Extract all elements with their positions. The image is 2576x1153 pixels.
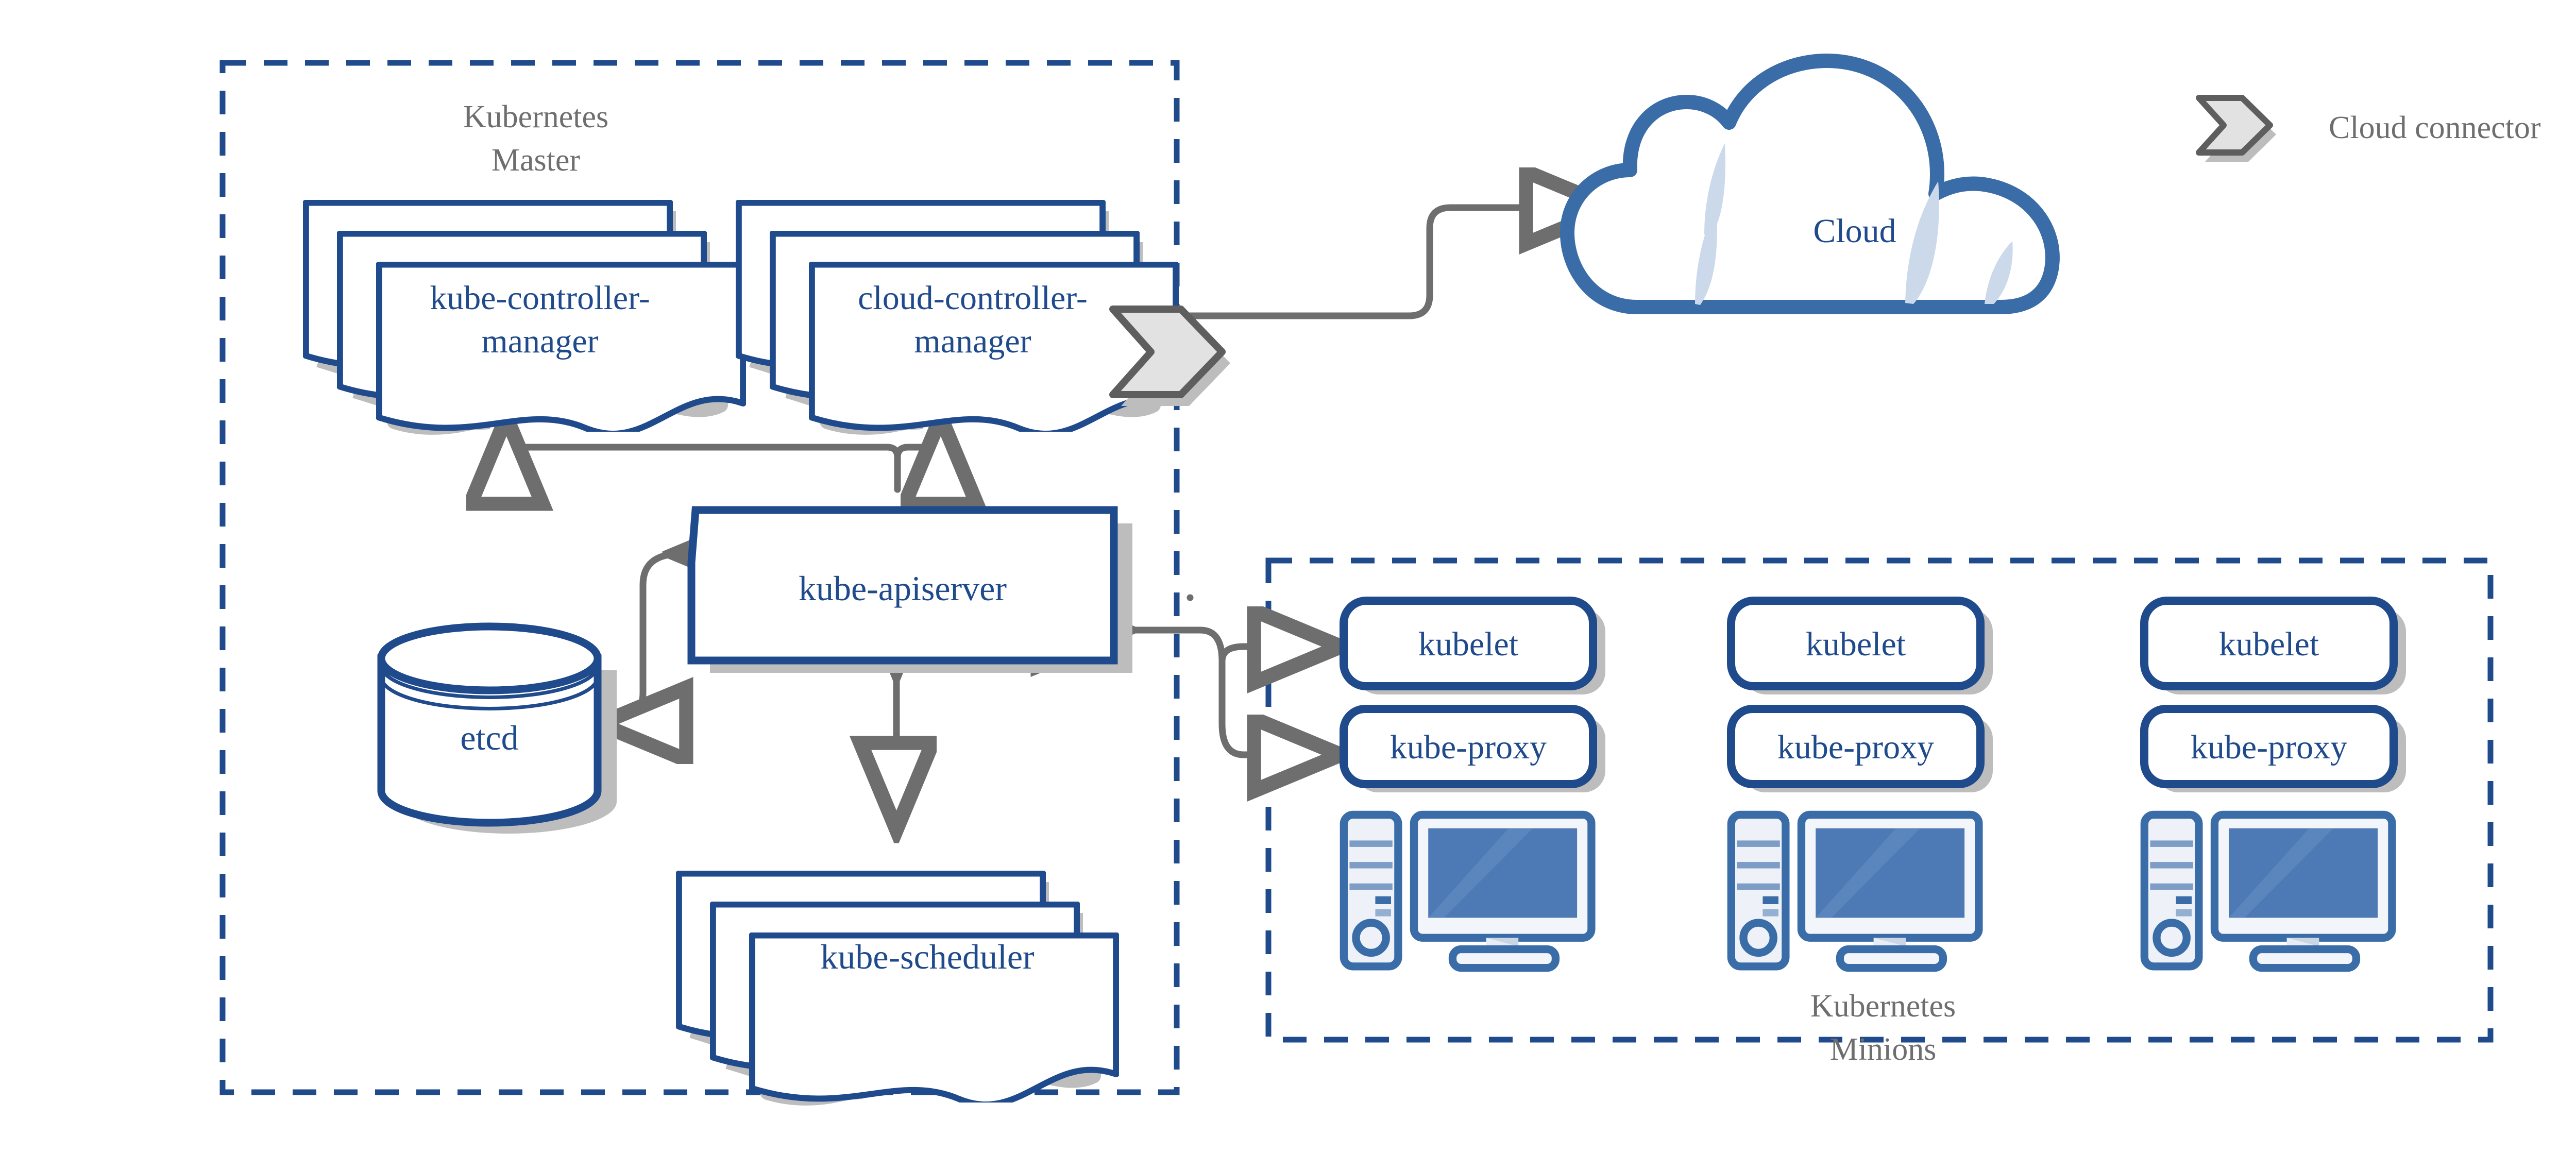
cloud-shape	[1560, 54, 2060, 314]
node-cloud[interactable]: Cloud	[1560, 54, 2060, 314]
cloud-connector-legend-icon	[2196, 95, 2273, 156]
minion-1-kubelet-box[interactable]	[1340, 597, 1597, 690]
minion-1-computer-icon	[1344, 815, 1591, 968]
minion-2-kube-proxy-box[interactable]	[1727, 705, 1985, 788]
group-kubernetes-minions: Kubernetes Minions	[1265, 557, 2494, 1067]
legend: Cloud connector	[2196, 95, 2541, 162]
node-kube-scheduler[interactable]: kube-scheduler	[679, 874, 1116, 1106]
cloud-accent-1	[1704, 143, 1725, 237]
minions-dashed-border	[1265, 557, 2494, 1043]
etcd-ring-2	[380, 680, 599, 710]
minion-1-kube-proxy-box[interactable]	[1340, 705, 1597, 788]
cloud-controller-manager-label-line2: manager	[914, 323, 1031, 360]
connector-apiserver-to-cloud-controller-manager	[894, 422, 941, 489]
etcd-top-ellipse	[377, 622, 602, 694]
kube-controller-manager-label-line2: manager	[481, 323, 598, 360]
minion-2-kube-proxy-label: kube-proxy	[1777, 728, 1934, 766]
master-group-label-line2: Master	[492, 143, 581, 178]
cloud-connector-chevron	[1109, 306, 1226, 398]
minion-3-kubelet-label: kubelet	[2219, 625, 2319, 663]
connector-cloud-connector-to-cloud	[1156, 208, 1607, 319]
connector-apiserver-to-kube-proxy	[1119, 630, 1335, 755]
minion-2-computer-icon	[1731, 815, 1979, 968]
connector-apiserver-to-kubelet	[1218, 647, 1335, 661]
group-kubernetes-master: Kubernetes Master	[219, 60, 1180, 1095]
minion-3-computer-icon	[2144, 815, 2392, 968]
etcd-body	[377, 654, 602, 827]
cloud-connector-icon	[1109, 306, 1230, 406]
cloud-controller-manager-label-line1: cloud-controller-	[858, 279, 1088, 317]
cloud-accent-4	[1985, 241, 2013, 304]
minion-3-kubelet-box[interactable]	[2140, 597, 2398, 690]
node-minion-1[interactable]: kubelet kube-proxy	[1340, 597, 1605, 968]
connector-layer	[506, 208, 1607, 824]
node-kube-controller-manager[interactable]: kube-controller- manager	[306, 203, 743, 435]
cloud-label: Cloud	[1813, 212, 1896, 250]
minion-1-kubelet-label: kubelet	[1418, 625, 1518, 663]
minion-1-kube-proxy-label: kube-proxy	[1390, 728, 1547, 766]
kube-controller-manager-label-line1: kube-controller-	[430, 279, 650, 317]
apiserver-shape	[687, 506, 1118, 665]
etcd-label: etcd	[460, 718, 518, 757]
kube-scheduler-label: kube-scheduler	[820, 937, 1035, 976]
node-cloud-controller-manager[interactable]: cloud-controller- manager	[739, 203, 1176, 435]
cloud-accent-2	[1695, 206, 1717, 305]
minion-3-kube-proxy-box[interactable]	[2140, 705, 2398, 788]
node-minion-3[interactable]: kubelet kube-proxy	[2140, 597, 2406, 968]
minion-2-kubelet-box[interactable]	[1727, 597, 1985, 690]
node-etcd[interactable]: etcd	[377, 622, 617, 834]
master-group-label-line1: Kubernetes	[463, 99, 608, 134]
connector-apiserver-etcd	[605, 554, 681, 724]
legend-label: Cloud connector	[2329, 110, 2541, 145]
cloud-accent-3	[1905, 181, 1939, 304]
etcd-ring-1	[380, 669, 599, 699]
minion-3-kube-proxy-label: kube-proxy	[2191, 728, 2347, 766]
minions-group-label-line1: Kubernetes	[1810, 989, 1956, 1024]
minions-group-label-line2: Minions	[1830, 1032, 1937, 1067]
master-dashed-border	[219, 60, 1180, 1095]
kube-apiserver-label: kube-apiserver	[799, 569, 1007, 608]
node-minion-2[interactable]: kubelet kube-proxy	[1727, 597, 1993, 968]
minion-2-kubelet-label: kubelet	[1806, 625, 1906, 663]
connector-apiserver-to-kube-controller-manager	[506, 422, 901, 489]
node-kube-apiserver[interactable]: kube-apiserver	[687, 506, 1132, 673]
